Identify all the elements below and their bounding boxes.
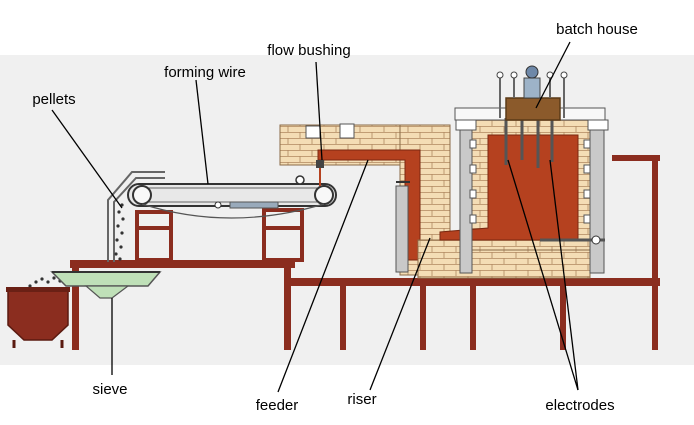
melting-tank <box>417 107 609 279</box>
leader-flow-bushing <box>315 61 323 161</box>
leader-electrodes-2 <box>549 159 579 391</box>
pellet-chute <box>107 171 165 262</box>
label-riser: riser <box>347 391 376 408</box>
label-batch-house: batch house <box>556 21 638 38</box>
riser-column <box>395 181 410 273</box>
leader-electrodes-1 <box>507 159 579 391</box>
support-frame <box>70 155 660 350</box>
forming-stands <box>135 208 304 262</box>
sieve <box>50 271 162 299</box>
leader-feeder <box>277 159 369 393</box>
leader-riser <box>369 237 431 391</box>
label-feeder: feeder <box>256 397 299 414</box>
leader-lines <box>51 41 579 393</box>
leader-forming-wire <box>195 79 209 185</box>
label-forming-wire: forming wire <box>164 64 246 81</box>
label-electrodes: electrodes <box>545 397 614 414</box>
label-sieve: sieve <box>92 381 127 398</box>
label-pellets: pellets <box>32 91 75 108</box>
label-flow-bushing: flow bushing <box>267 42 350 59</box>
leader-batch-house <box>535 41 571 109</box>
forming-wire-conveyor <box>127 175 337 219</box>
electrodes <box>504 118 554 168</box>
collection-bin <box>6 287 70 348</box>
batch-house <box>496 65 568 121</box>
leader-pellets <box>51 109 123 209</box>
